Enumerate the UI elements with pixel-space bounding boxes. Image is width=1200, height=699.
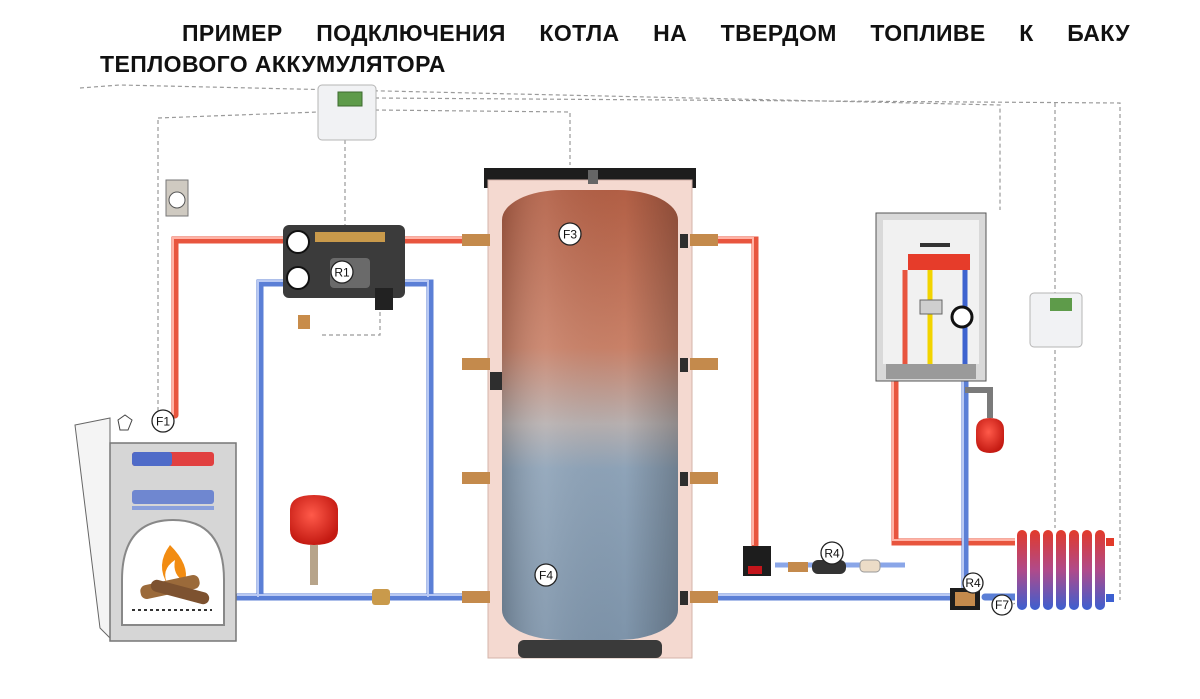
- hot-pipes: [171, 236, 1019, 549]
- expansion-tank-icon: [290, 495, 390, 605]
- diagram-title: ПРИМЕР ПОДКЛЮЧЕНИЯ КОТЛА НА ТВЕРДОМ ТОПЛ…: [100, 18, 1130, 80]
- radiator-icon: [1015, 528, 1114, 610]
- buffer-tank: [484, 168, 696, 659]
- wall-gas-boiler-icon: [875, 212, 993, 418]
- thermometer-icon: [165, 179, 189, 217]
- pump-r4-label: R4: [824, 547, 840, 561]
- expansion-tank-right-icon: [976, 418, 1004, 453]
- sensor-f1: F1: [151, 409, 175, 433]
- cold-pipes: [233, 279, 1019, 601]
- pump-group-r1-tag: R1: [330, 260, 354, 284]
- sensor-f4-label: F4: [539, 569, 553, 583]
- circulation-pump-icon: [743, 546, 881, 576]
- sensor-f7: F7: [991, 594, 1013, 616]
- sensor-f3: F3: [558, 222, 582, 246]
- sensor-f3-label: F3: [563, 228, 577, 242]
- controller-icon: [317, 84, 377, 141]
- tank-connectors: [462, 234, 718, 603]
- pump-group-r1-label: R1: [334, 266, 350, 280]
- room-controller-icon: [1029, 292, 1083, 348]
- title-line-1: ПРИМЕР ПОДКЛЮЧЕНИЯ КОТЛА НА ТВЕРДОМ ТОПЛ…: [182, 20, 1130, 46]
- valve-r4-tag: R4: [962, 572, 984, 594]
- valve-r4-label: R4: [965, 576, 981, 590]
- solid-fuel-boiler-icon: [74, 414, 237, 642]
- sensor-f7-label: F7: [995, 598, 1009, 612]
- sensor-f4: F4: [534, 563, 558, 587]
- sensor-f1-label: F1: [156, 415, 170, 429]
- title-line-2: ТЕПЛОВОГО АККУМУЛЯТОРА: [100, 51, 446, 77]
- pump-r4-tag: R4: [820, 541, 844, 565]
